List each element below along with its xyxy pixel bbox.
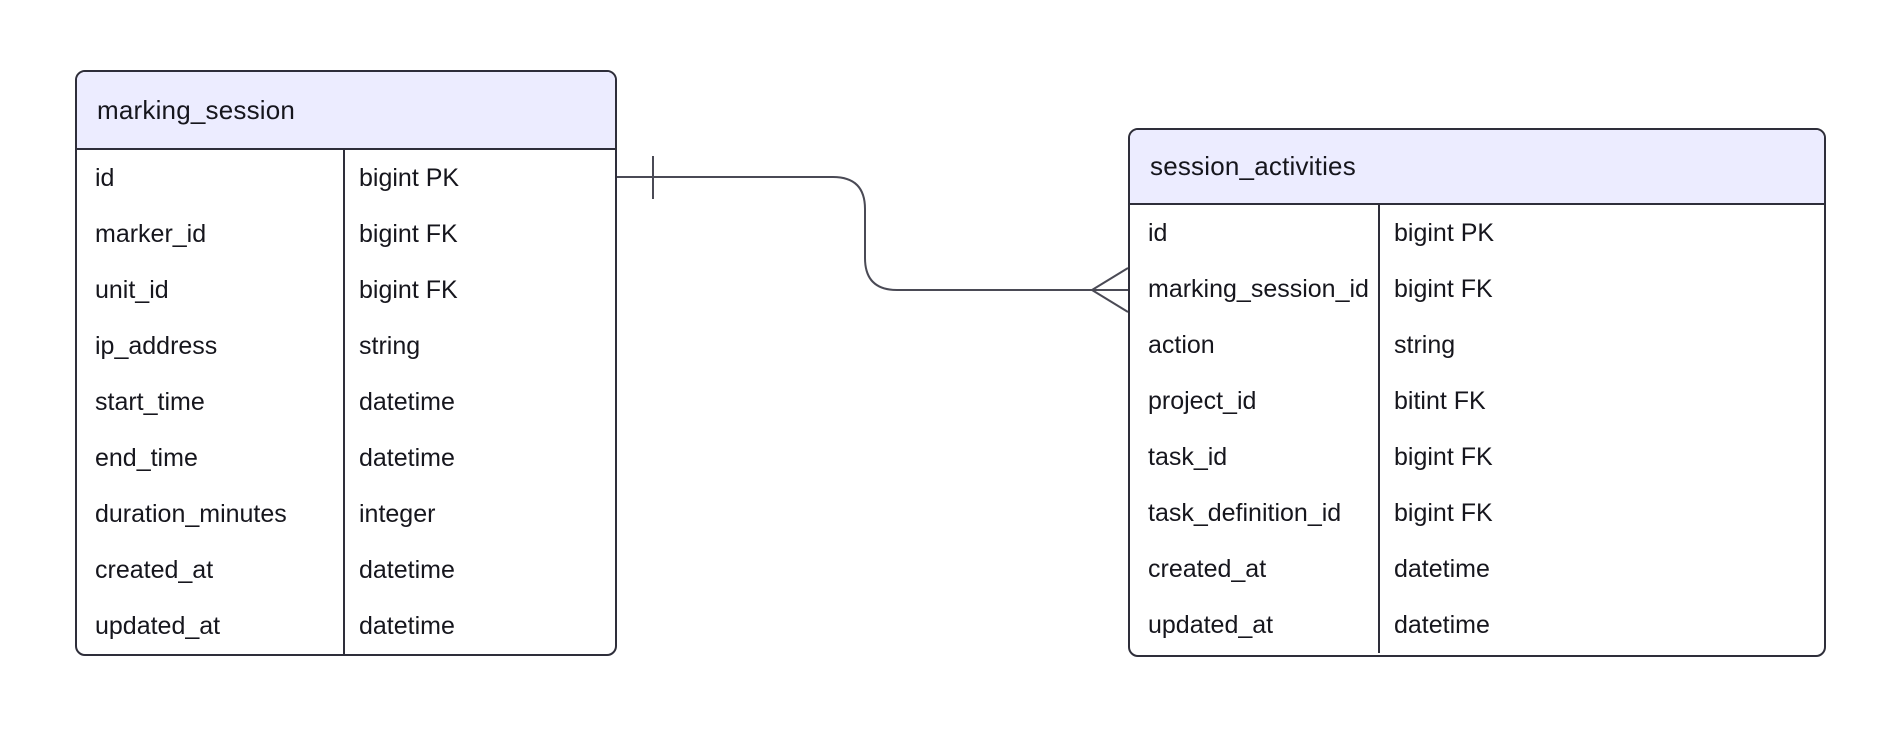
field-type: string: [359, 331, 421, 360]
field-type: bitint FK: [1394, 386, 1486, 415]
entity-header: session_activities: [1130, 130, 1824, 205]
field-name: end_time: [77, 430, 345, 486]
field-name: created_at: [1130, 541, 1380, 597]
field-type: datetime: [359, 443, 455, 472]
entity-title: session_activities: [1150, 151, 1356, 181]
field-type: integer: [359, 499, 436, 528]
field-type: datetime: [359, 387, 455, 416]
entity-field-list: id bigint PK marker_id bigint FK unit_id…: [77, 150, 615, 654]
field-name: ip_address: [77, 318, 345, 374]
relationship-line[interactable]: [617, 176, 1128, 291]
field-type: bigint FK: [1394, 442, 1493, 471]
field-row[interactable]: updated_at datetime: [77, 598, 615, 654]
field-type: datetime: [1394, 610, 1490, 639]
field-row[interactable]: created_at datetime: [1130, 541, 1824, 597]
field-row[interactable]: id bigint PK: [77, 150, 615, 206]
field-name: updated_at: [77, 598, 345, 654]
field-name: id: [77, 150, 345, 206]
field-name: task_definition_id: [1130, 485, 1380, 541]
entity-header: marking_session: [77, 72, 615, 150]
field-name: id: [1130, 205, 1380, 261]
field-name: project_id: [1130, 373, 1380, 429]
entity-field-list: id bigint PK marking_session_id bigint F…: [1130, 205, 1824, 653]
entity-title: marking_session: [97, 94, 296, 125]
field-type: bigint PK: [359, 163, 460, 192]
entity-marking-session[interactable]: marking_session id bigint PK marker_id b…: [75, 70, 617, 656]
field-type: datetime: [1394, 554, 1490, 583]
field-name: marker_id: [77, 206, 345, 262]
field-name: start_time: [77, 374, 345, 430]
field-row[interactable]: unit_id bigint FK: [77, 262, 615, 318]
field-name: marking_session_id: [1130, 261, 1380, 317]
field-row[interactable]: duration_minutes integer: [77, 486, 615, 542]
field-name: action: [1130, 317, 1380, 373]
field-row[interactable]: action string: [1130, 317, 1824, 373]
field-type: string: [1394, 330, 1456, 359]
entity-session-activities[interactable]: session_activities id bigint PK marking_…: [1128, 128, 1826, 657]
field-name: task_id: [1130, 429, 1380, 485]
field-row[interactable]: marking_session_id bigint FK: [1130, 261, 1824, 317]
field-row[interactable]: start_time datetime: [77, 374, 615, 430]
field-type: bigint FK: [359, 219, 458, 248]
field-row[interactable]: task_id bigint FK: [1130, 429, 1824, 485]
many-marker-icon: [1091, 267, 1129, 313]
field-type: bigint PK: [1394, 218, 1495, 247]
field-row[interactable]: ip_address string: [77, 318, 615, 374]
field-row[interactable]: id bigint PK: [1130, 205, 1824, 261]
field-type: datetime: [359, 555, 455, 584]
field-row[interactable]: task_definition_id bigint FK: [1130, 485, 1824, 541]
field-name: updated_at: [1130, 597, 1380, 653]
field-name: unit_id: [77, 262, 345, 318]
field-type: bigint FK: [1394, 498, 1493, 527]
field-row[interactable]: created_at datetime: [77, 542, 615, 598]
field-name: duration_minutes: [77, 486, 345, 542]
field-type: datetime: [359, 611, 455, 640]
field-row[interactable]: end_time datetime: [77, 430, 615, 486]
field-row[interactable]: project_id bitint FK: [1130, 373, 1824, 429]
field-type: bigint FK: [359, 275, 458, 304]
field-row[interactable]: marker_id bigint FK: [77, 206, 615, 262]
field-name: created_at: [77, 542, 345, 598]
field-type: bigint FK: [1394, 274, 1493, 303]
field-row[interactable]: updated_at datetime: [1130, 597, 1824, 653]
